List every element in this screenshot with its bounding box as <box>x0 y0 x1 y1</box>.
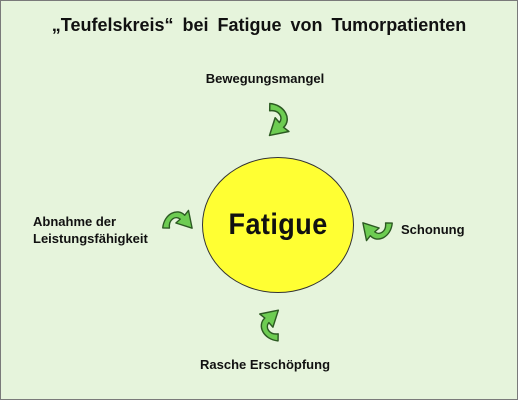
diagram-title: „Teufelskreis“ bei Fatigue von Tumorpati… <box>51 15 467 35</box>
node-label-rasche-erschoepfung: Rasche Erschöpfung <box>199 357 331 372</box>
curved-arrow-icon <box>162 209 193 229</box>
node-label-abnahme-leistungsfaehigkeit: Abnahme der Leistungsfähigkeit <box>33 213 148 247</box>
curved-arrow-icon <box>268 102 290 137</box>
node-label-line-2: Leistungsfähigkeit <box>33 231 148 246</box>
fatigue-circle: Fatigue <box>202 157 354 293</box>
fatigue-center-label: Fatigue <box>228 208 328 241</box>
node-label-schonung: Schonung <box>401 222 465 237</box>
curved-arrow-icon <box>362 222 393 242</box>
curved-arrow-icon <box>259 309 280 342</box>
node-label-line-1: Abnahme der <box>33 214 117 229</box>
node-label-bewegungsmangel: Bewegungsmangel <box>205 71 325 86</box>
